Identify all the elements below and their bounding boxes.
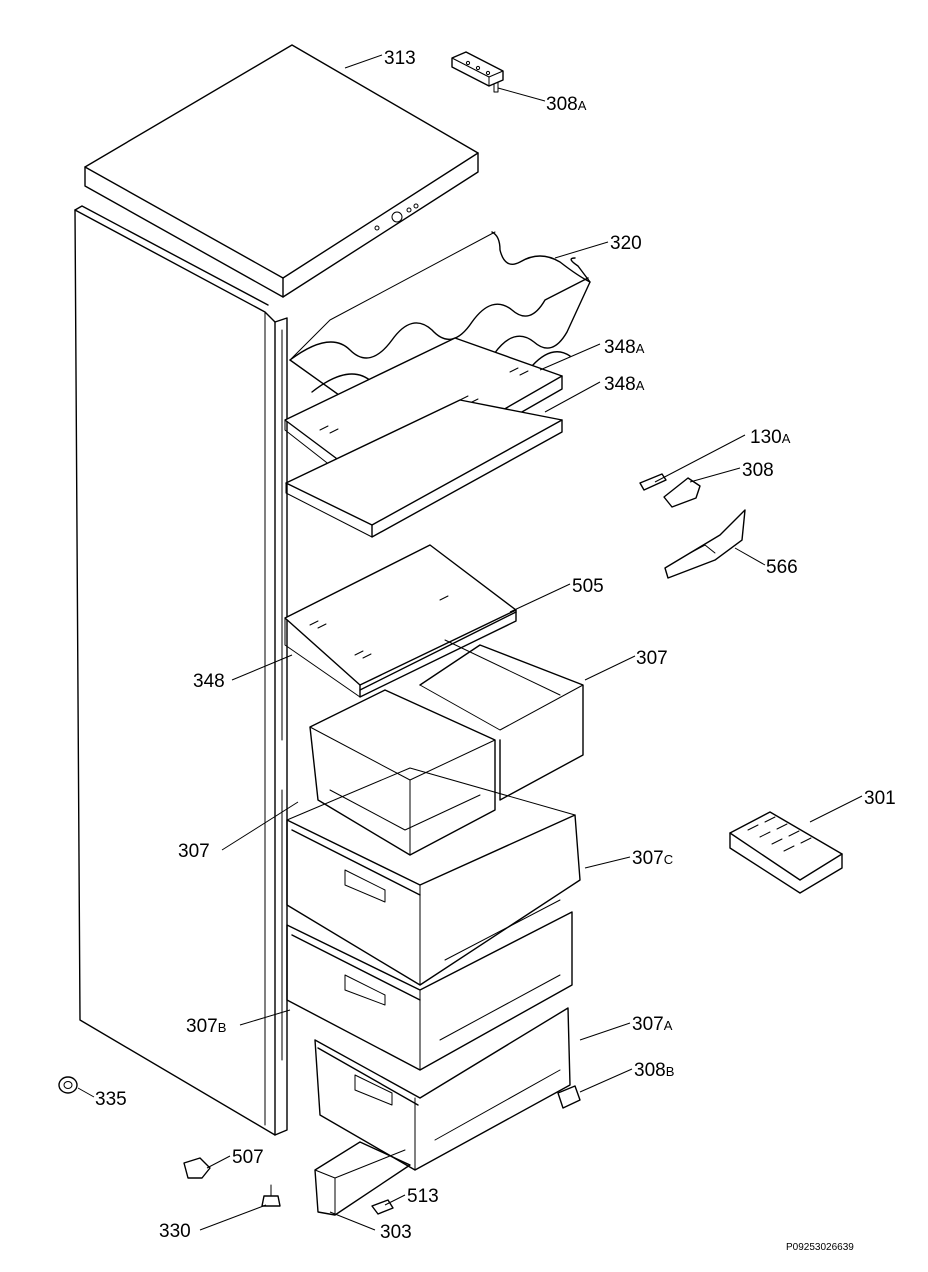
callout-507: 507: [232, 1147, 264, 1168]
callout-348a-upper: 348A: [604, 337, 645, 358]
callout-307-upper: 307: [636, 648, 668, 669]
foot-330: [261, 1184, 281, 1207]
callout-301: 301: [864, 788, 896, 809]
kick-plate: [314, 1141, 411, 1216]
callout-307b: 307B: [186, 1016, 226, 1037]
leader-lines: [77, 54, 863, 1231]
top-cover: [84, 44, 479, 298]
callout-307a: 307A: [632, 1014, 673, 1035]
reference-code: P09253026639: [786, 1242, 854, 1253]
roller-335: [58, 1076, 78, 1094]
hinge-cover-566: [664, 509, 746, 579]
glass-shelf-lower: [285, 399, 563, 538]
callout-307-lower: 307: [178, 841, 210, 862]
glass-shelf-348: [284, 544, 517, 698]
callout-313: 313: [384, 48, 416, 69]
hinge-308B: [557, 1085, 581, 1109]
callout-348a-lower: 348A: [604, 374, 645, 395]
callout-303: 303: [380, 1222, 412, 1243]
hinge-308: [663, 477, 701, 508]
callout-130a: 130A: [750, 427, 791, 448]
callout-320: 320: [610, 233, 642, 254]
freezer-drawer-middle: [286, 911, 573, 1071]
callout-335: 335: [95, 1089, 127, 1110]
freezer-drawer-bottom: [314, 1007, 571, 1171]
cabinet-body: [74, 205, 288, 1136]
callout-505: 505: [572, 576, 604, 597]
callout-308a: 308A: [546, 94, 587, 115]
callout-566: 566: [766, 557, 798, 578]
clip-513: [371, 1199, 394, 1215]
callout-307c: 307C: [632, 848, 673, 869]
callout-308: 308: [742, 460, 774, 481]
callout-330: 330: [159, 1221, 191, 1242]
flap-130A: [639, 473, 667, 491]
bracket-507: [183, 1157, 211, 1179]
callout-513: 513: [407, 1186, 439, 1207]
freezer-drawer-top: [286, 767, 581, 986]
vegetable-bins: [309, 639, 584, 856]
ice-tray: [729, 811, 843, 894]
top-hinge: [451, 51, 504, 93]
callout-labels: 313 308A 320 348A 348A 130A 308 566 505 …: [95, 48, 896, 1243]
callout-348: 348: [193, 671, 225, 692]
callout-308b: 308B: [634, 1060, 674, 1081]
